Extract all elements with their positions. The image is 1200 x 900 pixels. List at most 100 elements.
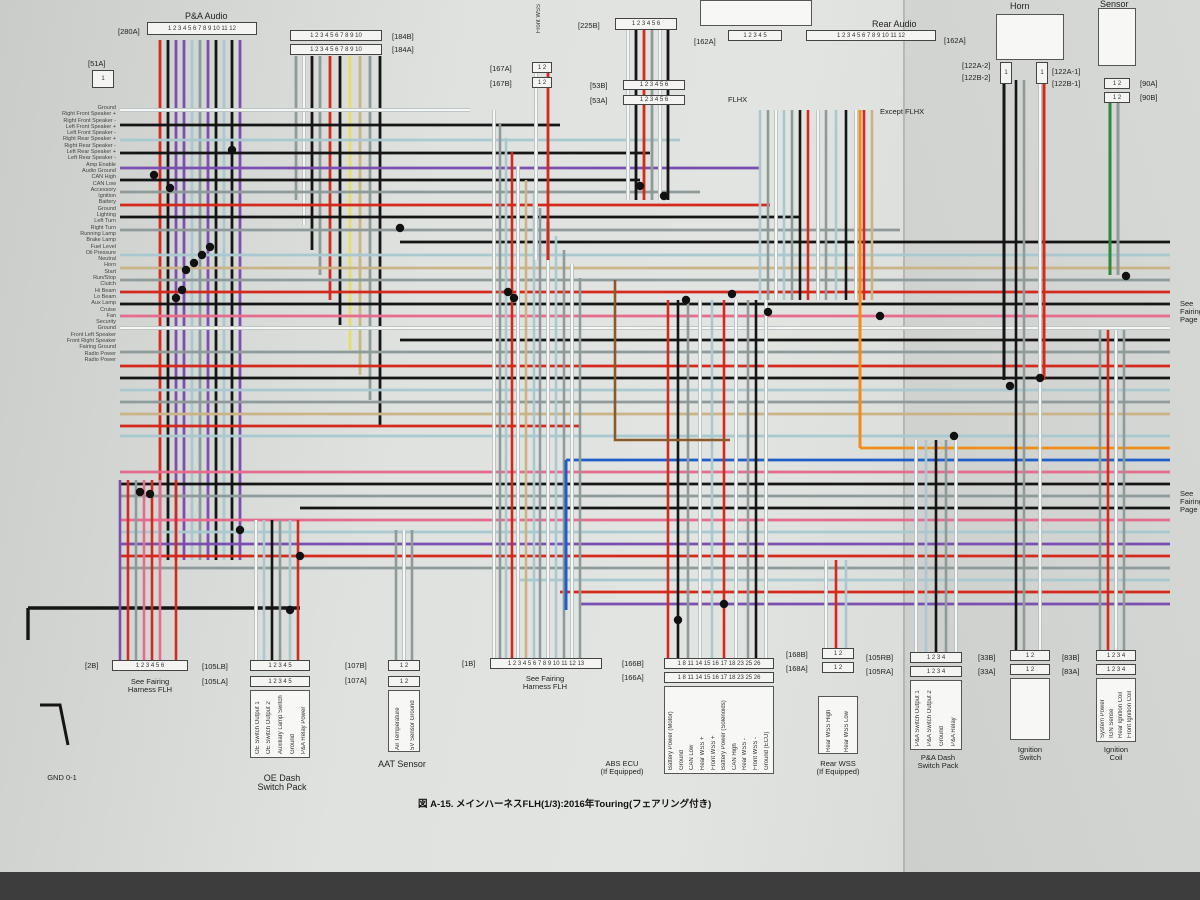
component-pin-label: Rear WSS + [700, 736, 707, 770]
table-surface [0, 872, 1200, 900]
connector-168b-housing: 1 2 [822, 648, 854, 659]
connector-90b: [90B] [1140, 93, 1158, 102]
left-pin-label: Cruise [100, 306, 116, 313]
component-pin-label: Battery Power (Motor) [668, 711, 675, 770]
sensor-header: Sensor [1100, 0, 1129, 9]
connector-1b: [1B] [462, 659, 476, 668]
connector-168b: [168B] [786, 650, 808, 659]
ignition-switch-body [1010, 678, 1050, 740]
left-pin-label: Fuel Level [90, 243, 116, 250]
connector-107b-housing: 1 2 [388, 660, 420, 671]
junction-node [875, 311, 885, 321]
connector-162a-right: [162A] [944, 36, 966, 45]
left-pin-label: Front Right Speaker [66, 337, 116, 344]
junction-node [719, 599, 729, 609]
left-pin-label: Left Rear Speaker + [66, 149, 116, 156]
component-pin-label: OE Switch Output 2 [266, 701, 273, 754]
left-pin-label: Left Front Speaker - [67, 130, 116, 137]
junction-node [149, 170, 159, 180]
junction-node [205, 242, 215, 252]
junction-node [509, 293, 519, 303]
connector-166b-housing: 1 8 11 14 15 16 17 18 23 25 26 [664, 658, 774, 669]
connector-53b-housing: 1 2 3 4 5 6 [623, 80, 685, 90]
component-pin-label: P&A Relay [951, 717, 957, 746]
connector-167b: [167B] [490, 79, 512, 88]
connector-105la: [105LA] [202, 677, 228, 686]
connector-122b2: [122B-2] [962, 73, 991, 82]
abs-ecu-label: ABS ECU(If Equipped) [600, 759, 644, 776]
junction-node [949, 431, 959, 441]
junction-node [189, 258, 199, 268]
component-pin-label: OE Switch Output 1 [254, 701, 261, 754]
connector-83b-housing: 1 2 3 4 [1096, 650, 1136, 661]
component-pin-label: P&A Relay Power [301, 706, 308, 754]
component-pin-label: System Power [1099, 699, 1106, 738]
left-pin-label: Ground [97, 105, 116, 111]
left-pin-label: Radio Power [84, 356, 117, 363]
junction-node [145, 489, 155, 499]
connector-107b: [107B] [345, 661, 367, 670]
left-pin-label: Ground [97, 205, 116, 212]
wire-layer [26, 30, 1170, 746]
connector-167a-housing: 1 2 [532, 62, 552, 73]
connector-225b-housing: 1 2 3 4 5 6 [615, 18, 677, 30]
horn-connector-a: 1 [1000, 62, 1012, 84]
component-pin-label: Auxiliary Lamp Switch [277, 695, 284, 754]
legend-table [700, 0, 812, 26]
left-pin-label: Right Rear Speaker + [62, 136, 116, 143]
sensor-component [1098, 8, 1136, 66]
left-pin-label: Start [104, 268, 116, 275]
component-pin-label: P&A Switch Output 1 [915, 690, 921, 746]
junction-node [673, 615, 683, 625]
left-pin-label: Radio Power [84, 350, 117, 357]
pa-audio-header: P&A Audio [185, 11, 228, 21]
left-pin-label: Security [96, 319, 116, 326]
connector-105rb-housing: 1 2 3 4 [910, 652, 962, 663]
connector-83a: [83A] [1062, 667, 1080, 676]
connector-184a-housing: 1 2 3 4 5 6 7 8 9 10 [290, 44, 382, 55]
connector-2b-label: [2B] [85, 661, 99, 670]
connector-168a: [168A] [786, 664, 808, 673]
aat-sensor-body [388, 690, 420, 752]
left-pin-label: Left Turn [94, 218, 116, 225]
abs-ecu-body [664, 686, 774, 774]
left-pin-label: Ground [97, 325, 116, 332]
page-fold [903, 0, 905, 900]
left-pin-label: Ignition [98, 193, 116, 200]
horn-connector-b: 1 [1036, 62, 1048, 84]
junction-node [177, 285, 187, 295]
horn-header: Horn [1010, 1, 1030, 11]
aat-sensor-label: AAT Sensor [378, 759, 426, 769]
connector-122a2: [122A-2] [962, 61, 991, 70]
component-pin-label: CAN Low [689, 744, 696, 770]
left-pin-label: Amp Enable [86, 161, 116, 168]
horn-component [996, 14, 1064, 60]
connector-162a-left: [162A] [694, 37, 716, 46]
junction-node [171, 293, 181, 303]
oe-dash-switch-pack-body [250, 690, 310, 758]
junction-node [165, 183, 175, 193]
connector-122b1: [122B-1] [1052, 79, 1081, 88]
connector-167a: [167A] [490, 64, 512, 73]
component-pin-label: Rear WSS - [742, 737, 749, 770]
component-pin-label: 5V Sensor Ground [409, 700, 416, 750]
connector-225b: [225B] [578, 21, 600, 30]
left-pin-label: Audio Ground [82, 167, 116, 174]
connector-280a: [280A] [118, 27, 140, 36]
left-pin-label: Lighting [96, 212, 116, 219]
left-pin-label: Left Front Speaker + [65, 123, 116, 130]
connector-184b-housing: 1 2 3 4 5 6 7 8 9 10 [290, 30, 382, 41]
left-pin-label: Brake Lamp [86, 237, 116, 244]
junction-node [181, 265, 191, 275]
junction-node [1035, 373, 1045, 383]
front-wss-label: Front WSS [536, 4, 542, 34]
wire-black [40, 703, 70, 746]
left-pin-label: Horn [104, 262, 116, 269]
connector-166a: [166A] [622, 673, 644, 682]
